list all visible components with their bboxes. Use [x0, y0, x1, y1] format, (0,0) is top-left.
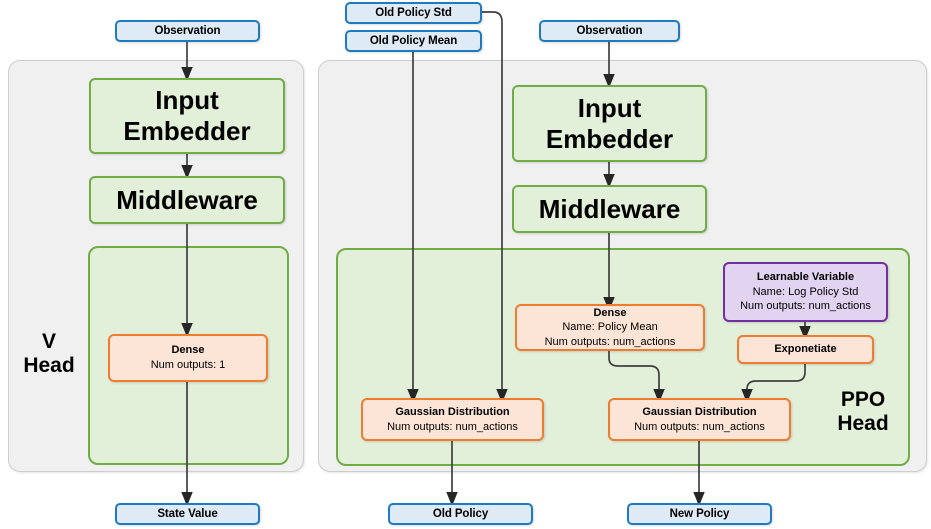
ppo-dense-name: Name: Policy Mean	[562, 321, 658, 334]
output-new-policy-label: New Policy	[669, 508, 730, 520]
ppo-dense-title: Dense	[593, 306, 627, 319]
output-old-policy[interactable]: Old Policy	[388, 503, 533, 525]
input-observation-v-label: Observation	[154, 25, 221, 37]
ppo-gaussian-old-title: Gaussian Distribution	[395, 405, 510, 418]
ppo-middleware[interactable]: Middleware	[512, 185, 707, 233]
ppo-learnable-variable-num-outputs: Num outputs: num_actions	[740, 300, 871, 313]
output-state-value-label: State Value	[157, 508, 218, 520]
input-observation-v[interactable]: Observation	[115, 20, 260, 42]
ppo-learnable-variable-name: Name: Log Policy Std	[752, 285, 859, 298]
output-new-policy[interactable]: New Policy	[627, 503, 772, 525]
ppo-head-label-line2: Head	[837, 411, 889, 435]
v-middleware[interactable]: Middleware	[89, 176, 285, 224]
v-dense-title: Dense	[171, 344, 205, 357]
v-input-embedder[interactable]: Input Embedder	[89, 78, 285, 154]
ppo-dense-policy-mean[interactable]: Dense Name: Policy Mean Num outputs: num…	[515, 304, 705, 351]
ppo-learnable-variable-title: Learnable Variable	[756, 271, 855, 284]
input-old-policy-std-label: Old Policy Std	[375, 7, 452, 19]
ppo-gaussian-new-num-outputs: Num outputs: num_actions	[634, 420, 765, 433]
ppo-head-label-line1: PPO	[840, 388, 886, 411]
ppo-gaussian-old-num-outputs: Num outputs: num_actions	[387, 420, 518, 433]
ppo-gaussian-new[interactable]: Gaussian Distribution Num outputs: num_a…	[608, 398, 791, 441]
input-observation-ppo[interactable]: Observation	[539, 20, 680, 42]
ppo-head-label: PPO Head	[824, 388, 902, 436]
v-head-label-line1: V	[41, 330, 56, 353]
input-old-policy-mean-label: Old Policy Mean	[369, 35, 458, 47]
input-observation-ppo-label: Observation	[576, 25, 643, 37]
v-head-label: V Head	[14, 330, 84, 378]
v-middleware-label: Middleware	[116, 184, 258, 215]
ppo-middleware-label: Middleware	[538, 193, 681, 224]
ppo-learnable-variable[interactable]: Learnable Variable Name: Log Policy Std …	[723, 262, 888, 322]
v-dense[interactable]: Dense Num outputs: 1	[108, 334, 268, 382]
ppo-exponetiate-label: Exponetiate	[774, 343, 837, 356]
ppo-exponetiate[interactable]: Exponetiate	[737, 335, 874, 364]
v-input-embedder-label: Input Embedder	[123, 85, 251, 146]
v-dense-num-outputs: Num outputs: 1	[150, 359, 226, 371]
output-state-value[interactable]: State Value	[115, 503, 260, 525]
ppo-gaussian-new-title: Gaussian Distribution	[642, 405, 757, 418]
output-old-policy-label: Old Policy	[432, 508, 489, 520]
ppo-gaussian-old[interactable]: Gaussian Distribution Num outputs: num_a…	[361, 398, 544, 441]
input-old-policy-mean[interactable]: Old Policy Mean	[345, 30, 482, 52]
input-old-policy-std[interactable]: Old Policy Std	[345, 2, 482, 24]
v-head-label-line2: Head	[23, 353, 75, 377]
ppo-dense-num-outputs: Num outputs: num_actions	[544, 335, 676, 348]
ppo-input-embedder-label: Input Embedder	[545, 92, 674, 154]
ppo-input-embedder[interactable]: Input Embedder	[512, 85, 707, 162]
